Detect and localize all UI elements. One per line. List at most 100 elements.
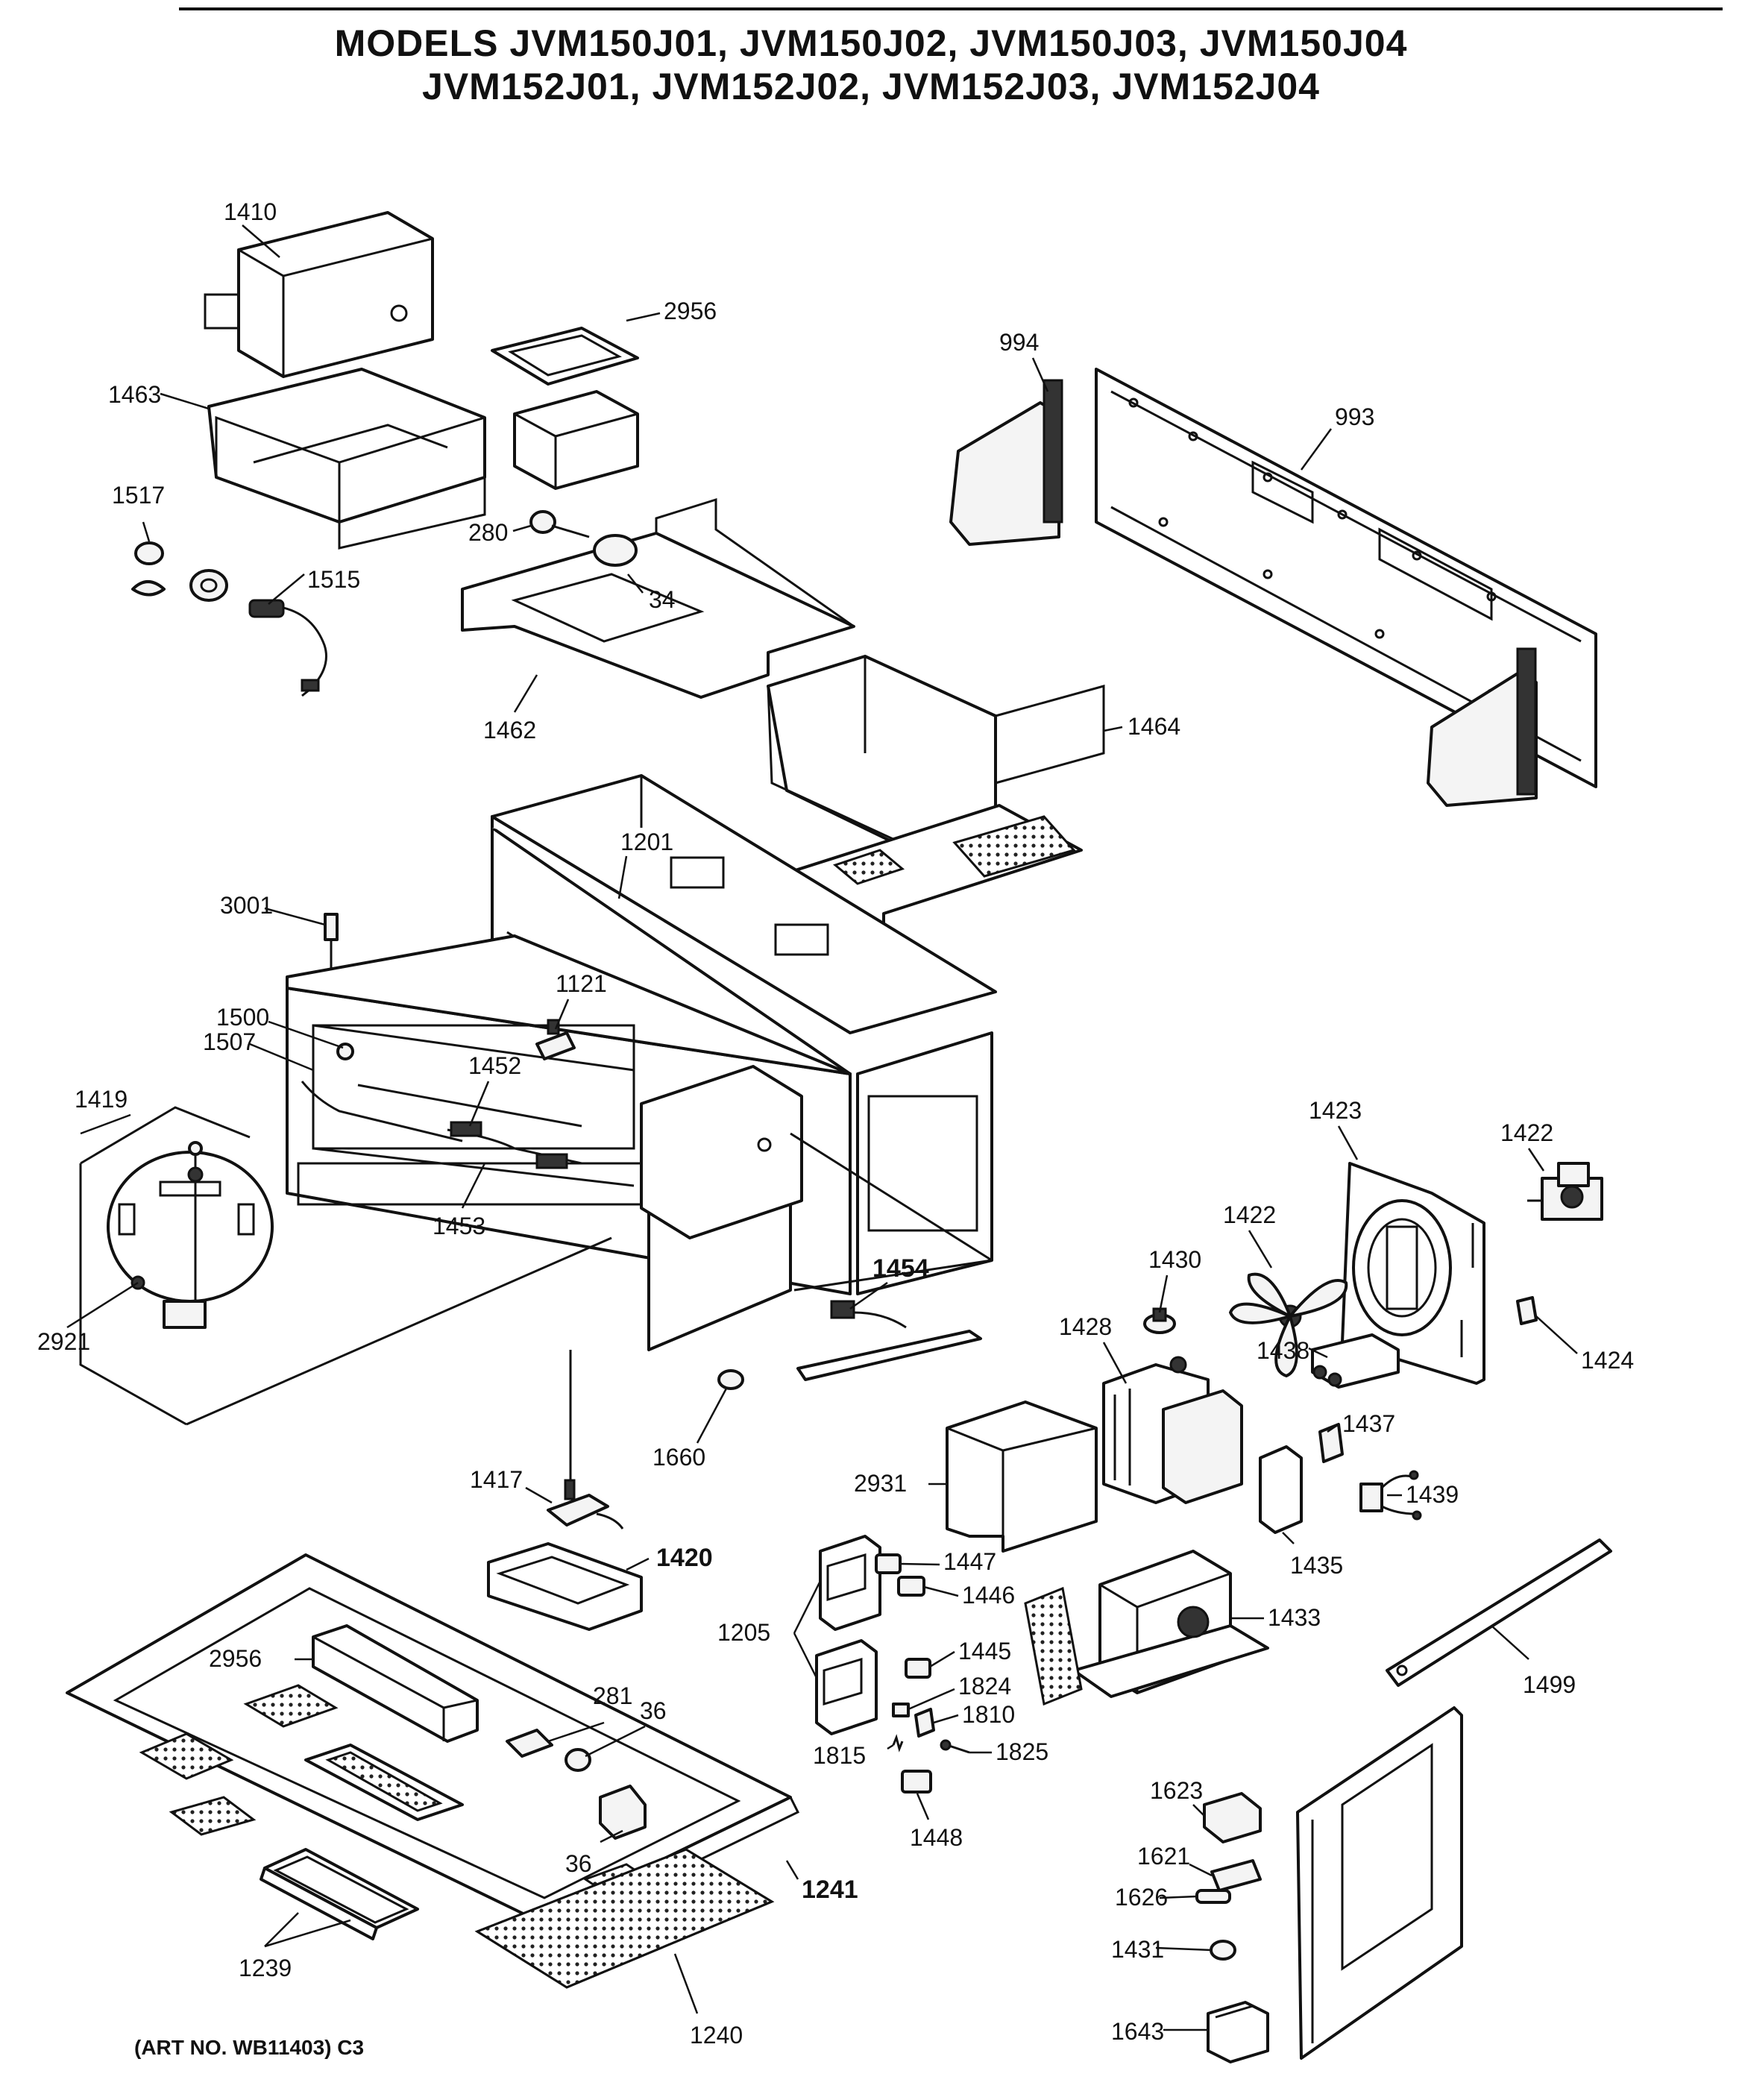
part-1643-terminal-block (1207, 2001, 1269, 2063)
part-1423-fan-bracket (1341, 1162, 1485, 1385)
label-1424: 1424 (1581, 1347, 1634, 1374)
label-1626: 1626 (1115, 1884, 1168, 1911)
label-1448: 1448 (910, 1824, 963, 1851)
label-1433: 1433 (1268, 1604, 1321, 1631)
part-1121-bracket (535, 1019, 576, 1060)
label-36-bottom: 36 (565, 1850, 592, 1877)
part-2956-filter-box (513, 390, 639, 490)
part-1201-oven-cavity (286, 774, 997, 1381)
part-1445-switch (905, 1658, 931, 1679)
part-3001-switch (324, 913, 339, 969)
label-3001: 3001 (220, 892, 273, 919)
part-1240-grease-filter (474, 1848, 775, 1989)
part-1420-light-cover (487, 1542, 643, 1631)
label-1430: 1430 (1148, 1246, 1201, 1273)
part-1422-fan-blade (1229, 1272, 1348, 1377)
label-2956-bottom: 2956 (209, 1645, 262, 1672)
label-1410: 1410 (224, 198, 277, 225)
leader-lines (66, 224, 1578, 2031)
label-1239: 1239 (239, 1955, 292, 1981)
label-1431: 1431 (1111, 1936, 1164, 1963)
part-1205-switch-holder-bottom (815, 1639, 878, 1735)
part-1463-duct-base (207, 368, 486, 550)
label-1660: 1660 (653, 1444, 705, 1471)
part-1410-duct-cover (204, 211, 434, 378)
part-1439-diode (1359, 1470, 1422, 1521)
part-1205-switch-holder-top (819, 1535, 881, 1631)
part-1430-thermostat (1143, 1307, 1176, 1334)
label-993: 993 (1335, 403, 1374, 430)
label-1452: 1452 (468, 1052, 521, 1079)
part-994-gasket (949, 379, 1538, 807)
part-1435-bracket (1259, 1445, 1303, 1534)
part-1660-lamp (717, 1369, 744, 1390)
part-1499-bar (1386, 1538, 1612, 1687)
part-1454-sensor (830, 1300, 907, 1329)
part-1815-spring (892, 1734, 904, 1752)
label-1422-blade: 1422 (1223, 1201, 1276, 1228)
part-1424-clip (1516, 1296, 1538, 1325)
label-1437: 1437 (1342, 1410, 1395, 1437)
part-1431-clip (1210, 1940, 1236, 1961)
part-1517-knob (131, 541, 166, 597)
part-1419-turntable-assembly (79, 1106, 612, 1426)
label-1241: 1241 (802, 1876, 858, 1904)
part-1626-fuse (1195, 1889, 1231, 1904)
label-1447: 1447 (943, 1548, 996, 1575)
label-1499: 1499 (1523, 1671, 1576, 1698)
label-1205: 1205 (717, 1619, 770, 1646)
label-1438: 1438 (1257, 1337, 1309, 1364)
part-280-lamp (529, 510, 590, 538)
label-1810: 1810 (962, 1701, 1015, 1728)
part-1515-harness (189, 569, 327, 697)
label-1446: 1446 (962, 1582, 1015, 1609)
part-1448-switch (901, 1770, 932, 1794)
label-1420: 1420 (656, 1544, 713, 1572)
label-1623: 1623 (1150, 1777, 1203, 1804)
part-side-panel (1296, 1706, 1463, 2060)
label-2931: 2931 (854, 1470, 907, 1497)
label-1417: 1417 (470, 1466, 523, 1493)
part-1452-heater (357, 1084, 582, 1169)
part-1417-motor (547, 1350, 624, 1530)
label-994: 994 (999, 329, 1039, 356)
label-280: 280 (468, 519, 508, 546)
page-title-line-1: MODELS JVM150J01, JVM150J02, JVM150J03, … (334, 22, 1408, 64)
label-1500: 1500 (216, 1004, 269, 1031)
part-1433-transformer (1072, 1550, 1269, 1698)
label-1439: 1439 (1406, 1481, 1459, 1508)
part-1438-capacitor (1311, 1333, 1400, 1389)
part-1437-bracket (1318, 1423, 1344, 1463)
page-title-line-2: JVM152J01, JVM152J02, JVM152J03, JVM152J… (422, 66, 1320, 107)
label-1201: 1201 (620, 829, 673, 855)
label-1419: 1419 (75, 1086, 128, 1113)
part-1825-screw (940, 1739, 970, 1754)
part-1428-magnetron (1102, 1356, 1243, 1504)
label-1422-motor: 1422 (1500, 1119, 1553, 1146)
part-2931-air-guide (946, 1400, 1098, 1553)
label-1423: 1423 (1309, 1097, 1362, 1124)
label-1825: 1825 (996, 1738, 1048, 1765)
label-2956: 2956 (664, 298, 717, 324)
label-1621: 1621 (1137, 1843, 1190, 1870)
label-36-top: 36 (640, 1697, 667, 1724)
art-number: (ART NO. WB11403) C3 (134, 2036, 364, 2059)
part-993-rear-rail (1095, 368, 1597, 788)
label-1240: 1240 (690, 2022, 743, 2049)
label-281: 281 (593, 1682, 632, 1709)
label-1515: 1515 (307, 566, 360, 593)
part-1621-bracket (1210, 1859, 1262, 1892)
label-1462: 1462 (483, 717, 536, 744)
label-1453: 1453 (433, 1213, 485, 1239)
label-1464: 1464 (1128, 713, 1180, 740)
part-1623-relay (1203, 1792, 1262, 1843)
header-rule (179, 7, 1723, 10)
label-1517: 1517 (112, 482, 165, 509)
part-2956-filter-bottom (139, 1732, 257, 1836)
part-1824-actuator (892, 1703, 910, 1717)
label-34: 34 (649, 586, 676, 613)
part-1433-mesh-panel (1024, 1586, 1083, 1706)
part-1810-lever (914, 1708, 935, 1738)
label-1454: 1454 (872, 1254, 929, 1283)
label-2921: 2921 (37, 1328, 90, 1355)
